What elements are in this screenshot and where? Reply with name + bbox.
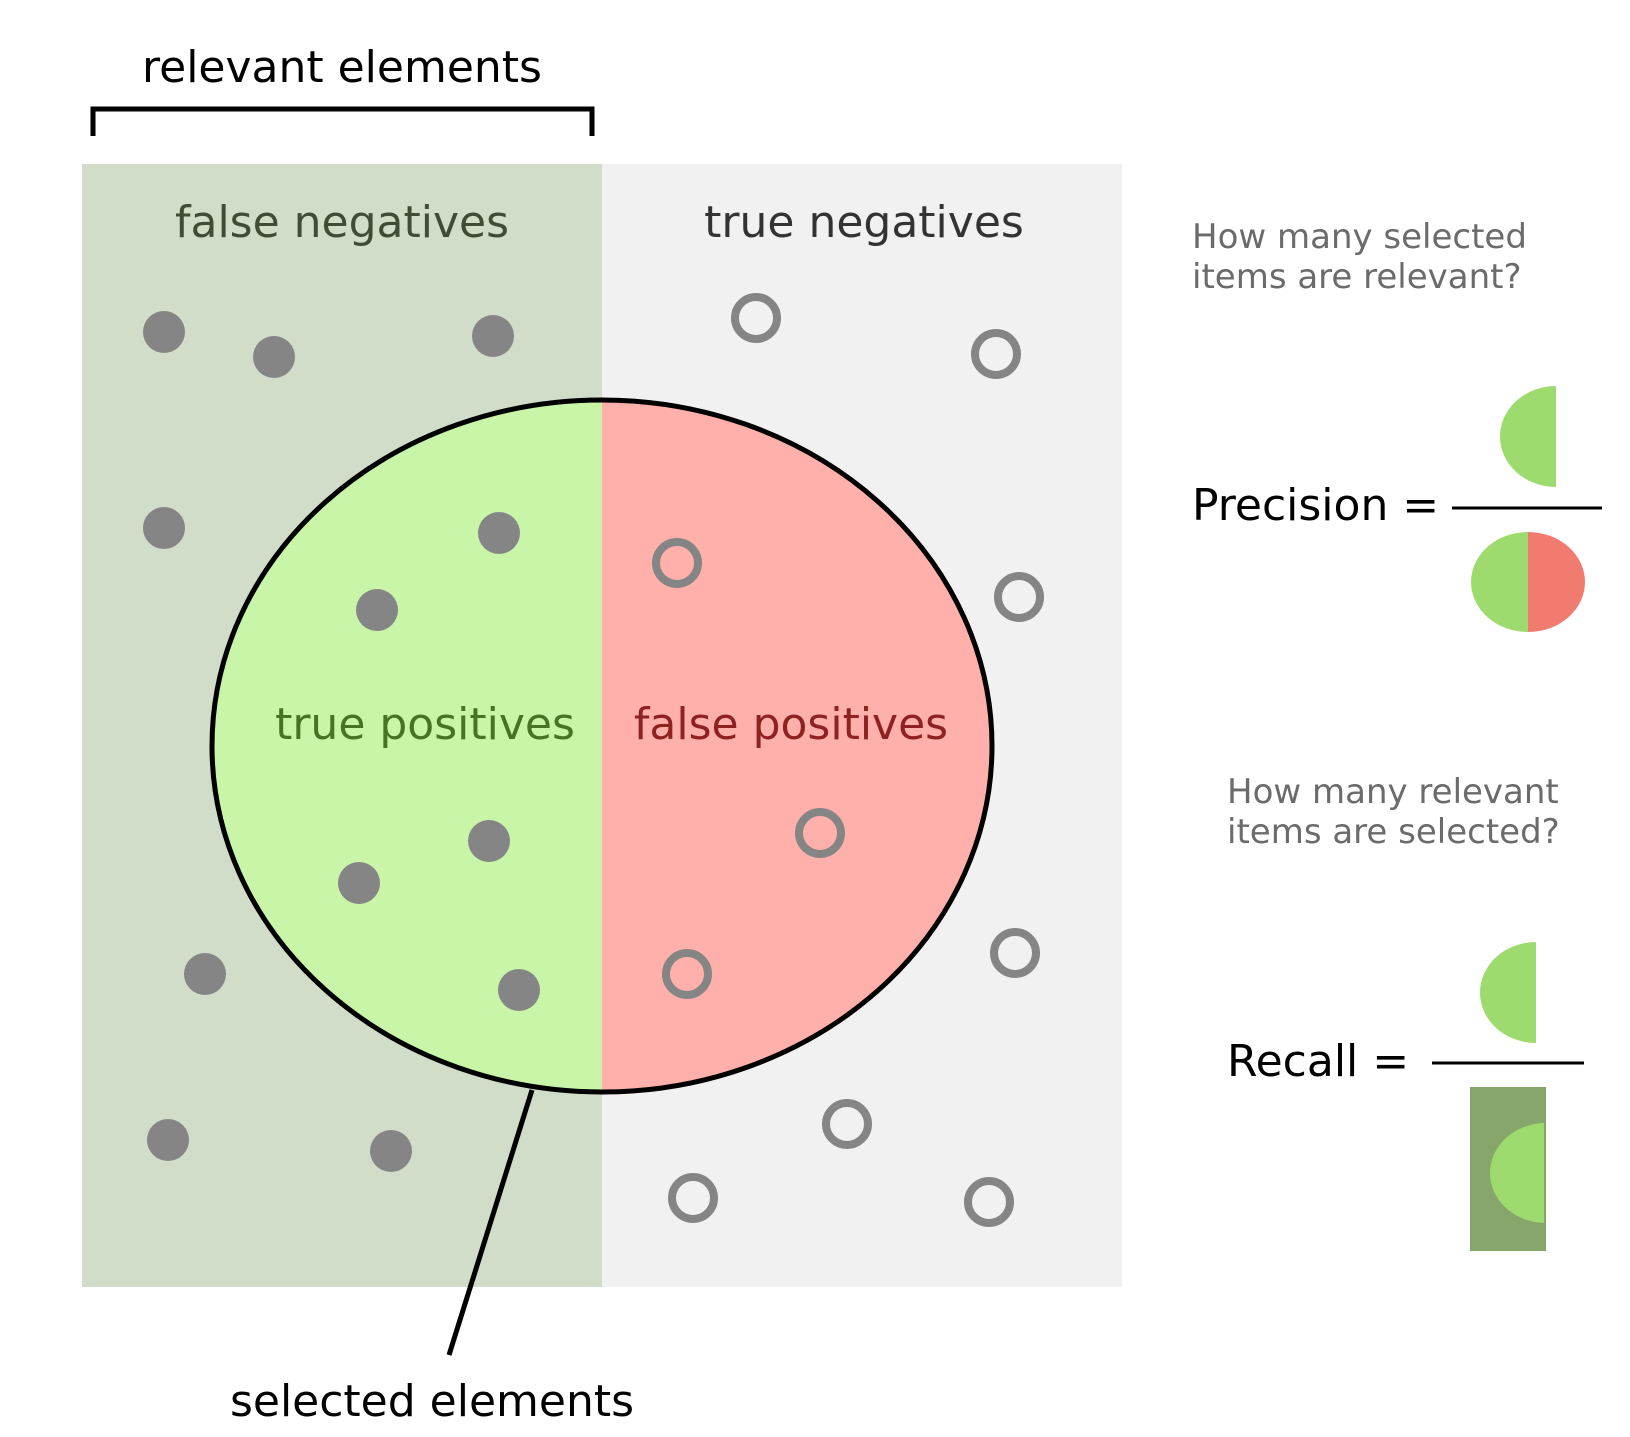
precision-block: How many selected items are relevant? Pr…: [1192, 217, 1602, 632]
false-negative-dot: [253, 336, 295, 378]
true-positive-dot: [468, 820, 510, 862]
false-negative-dot: [143, 507, 185, 549]
true-negative-circle: [990, 928, 1040, 978]
precision-denominator-green-icon: [1471, 532, 1528, 632]
false-positive-circle: [652, 538, 702, 588]
false-negative-dot: [184, 953, 226, 995]
element-dots: [143, 293, 1044, 1227]
false-negative-dot: [472, 315, 514, 357]
false-positive-circle: [662, 949, 712, 999]
true-positive-dot: [356, 589, 398, 631]
recall-question-line-2: items are selected?: [1227, 812, 1560, 852]
false-positives-label: false positives: [634, 699, 948, 750]
true-positive-dot: [338, 862, 380, 904]
precision-label: Precision =: [1192, 480, 1439, 531]
precision-question-line-2: items are relevant?: [1192, 257, 1522, 297]
true-negative-circle: [668, 1173, 718, 1223]
false-negative-dot: [143, 311, 185, 353]
true-positives-label: true positives: [275, 699, 575, 750]
false-negative-dot: [147, 1119, 189, 1161]
relevant-bracket: [90, 106, 595, 136]
relevant-elements-label: relevant elements: [142, 42, 542, 93]
false-negative-dot: [370, 1130, 412, 1172]
recall-denominator-green-icon: [1490, 1123, 1544, 1223]
selected-pointer-line: [446, 1089, 535, 1356]
recall-numerator-icon: [1480, 942, 1536, 1043]
recall-label: Recall =: [1227, 1036, 1409, 1087]
true-negatives-label: true negatives: [704, 197, 1024, 248]
true-negative-circle: [971, 329, 1021, 379]
true-positive-dot: [478, 512, 520, 554]
selected-ellipse-outline: [209, 397, 995, 1095]
true-negative-circle: [731, 293, 781, 343]
true-negative-circle: [822, 1099, 872, 1149]
precision-question: How many selected items are relevant?: [1192, 217, 1538, 297]
selected-elements-label: selected elements: [230, 1376, 634, 1427]
true-negative-circle: [994, 572, 1044, 622]
recall-question-line-1: How many relevant: [1227, 772, 1559, 812]
recall-block: How many relevant items are selected? Re…: [1227, 772, 1584, 1251]
recall-question: How many relevant items are selected?: [1227, 772, 1570, 852]
true-negative-circle: [964, 1177, 1014, 1227]
true-positives-area: [212, 400, 602, 1092]
true-positive-dot: [498, 969, 540, 1011]
precision-numerator-icon: [1500, 386, 1556, 487]
precision-question-line-1: How many selected: [1192, 217, 1527, 257]
false-positive-circle: [795, 808, 845, 858]
precision-denominator-red-icon: [1528, 532, 1585, 632]
false-negatives-label: false negatives: [175, 197, 509, 248]
